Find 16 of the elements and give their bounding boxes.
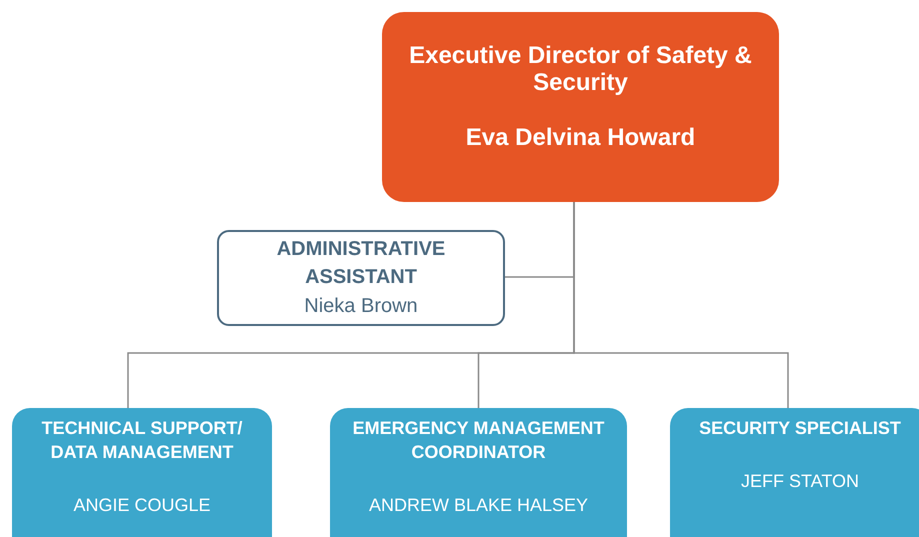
role-box	[330, 408, 627, 537]
role-title: EMERGENCY MANAGEMENT COORDINATOR	[352, 417, 606, 464]
role-title: TECHNICAL SUPPORT/ DATA MANAGEMENT	[40, 417, 244, 464]
role-box	[12, 408, 272, 537]
assistant-box	[217, 230, 505, 326]
role-title: Executive Director of Safety & Security	[408, 42, 753, 96]
role-title: ADMINISTRATIVE ASSISTANT	[276, 237, 446, 290]
person-name: ANDREW BLAKE HALSEY	[368, 494, 588, 517]
connector-line	[573, 202, 789, 408]
person-name: Eva Delvina Howard	[466, 123, 696, 153]
director-box	[382, 12, 779, 202]
person-name: Nieka Brown	[304, 294, 418, 319]
role-box	[670, 408, 919, 537]
person-name: JEFF STATON	[740, 470, 859, 493]
person-name: ANGIE COUGLE	[73, 494, 211, 517]
role-title: SECURITY SPECIALIST	[699, 417, 901, 440]
